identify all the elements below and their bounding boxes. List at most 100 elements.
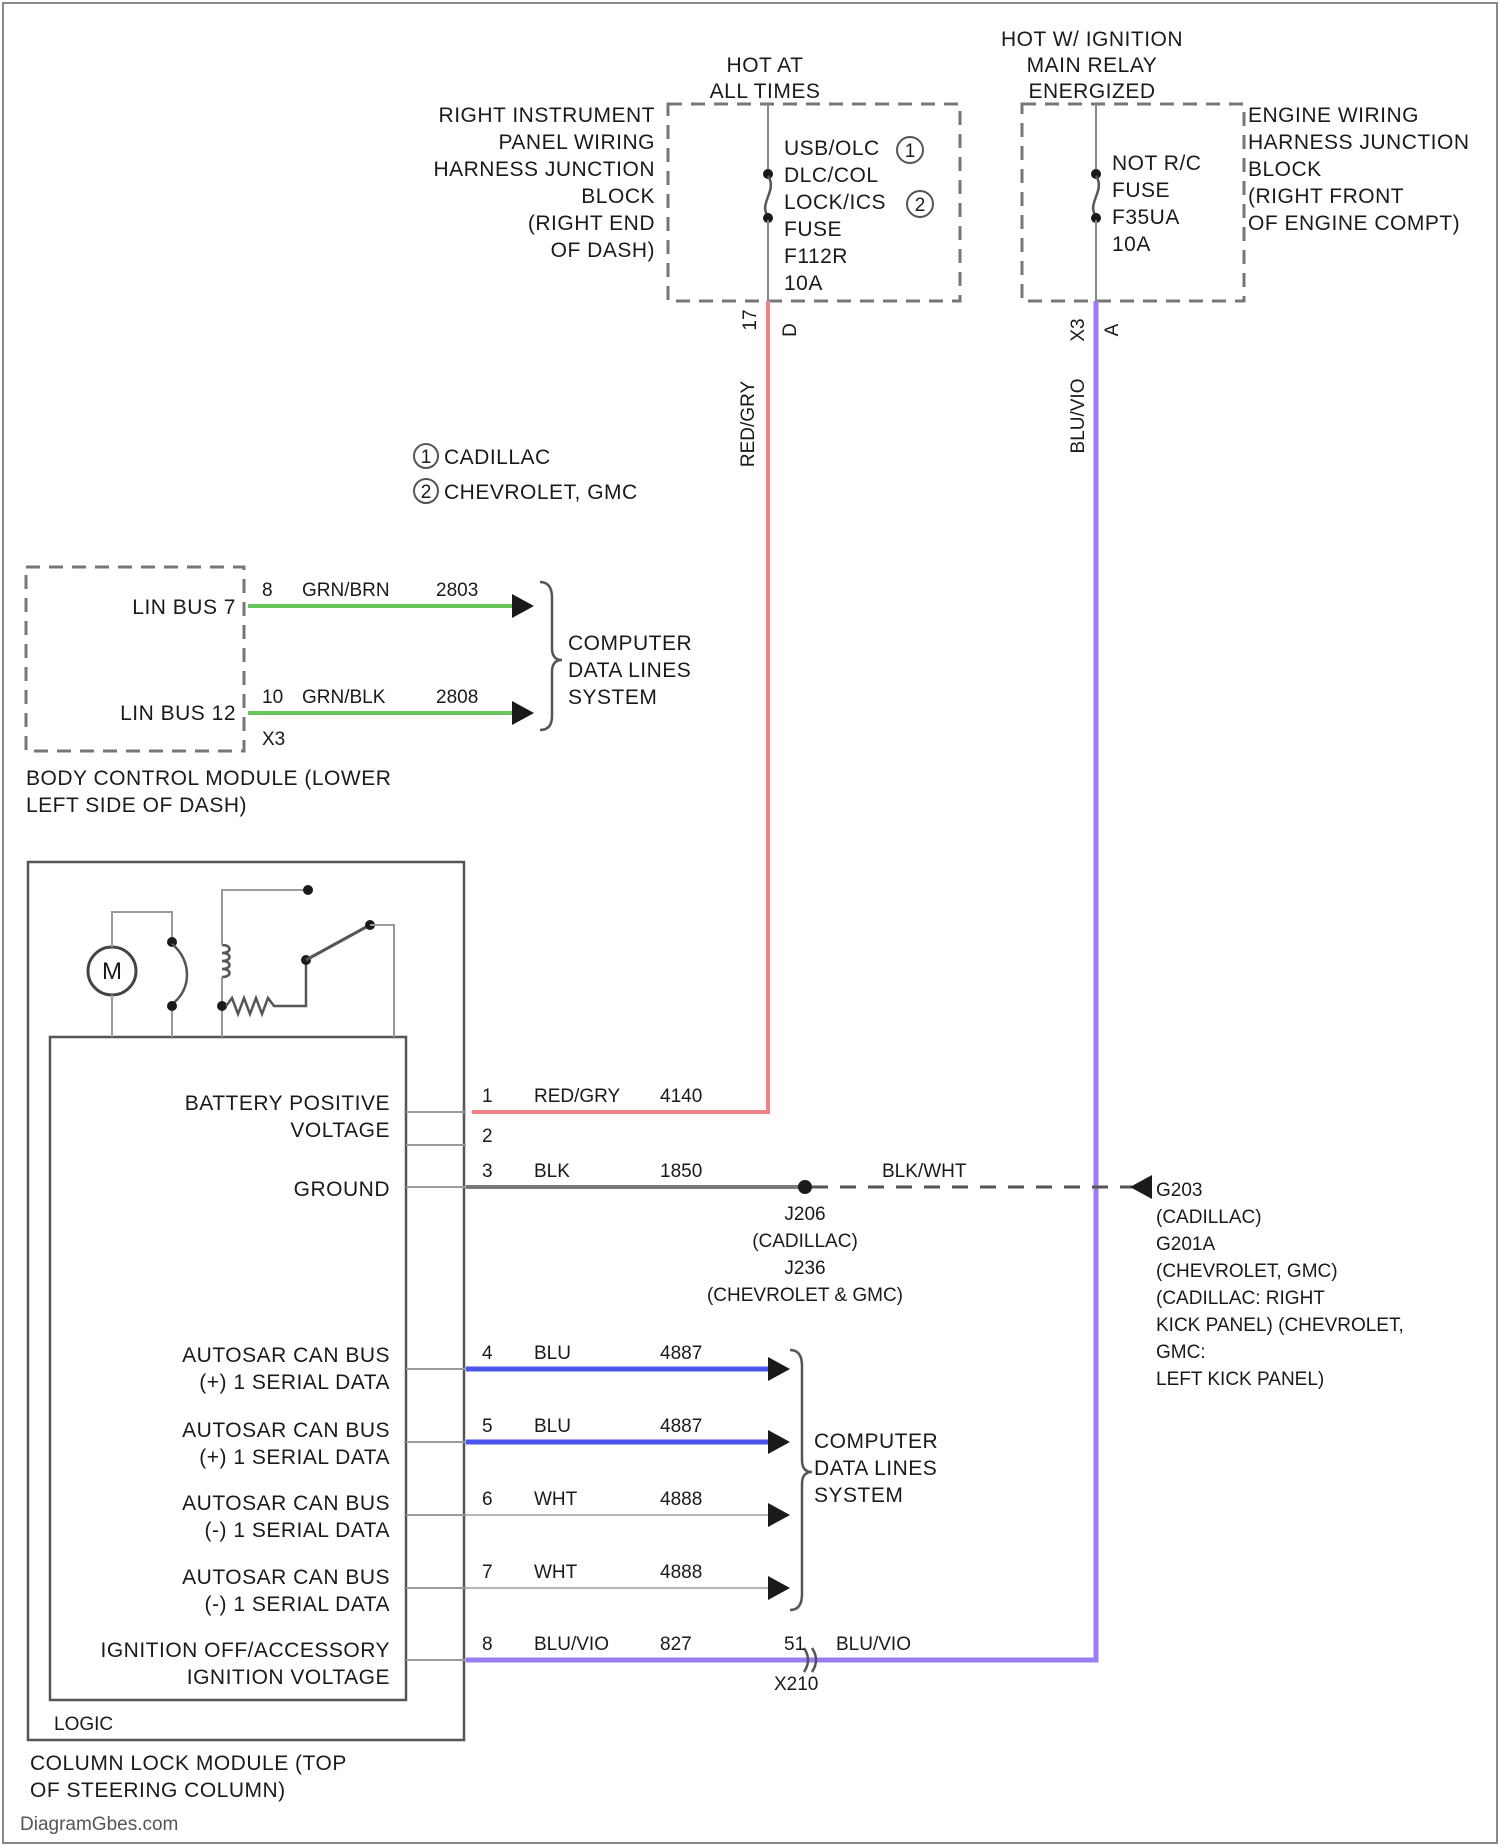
legend-2-number: 2 bbox=[421, 482, 432, 503]
clm-pin-1-number: 1 bbox=[482, 1086, 493, 1107]
ground-point-line1: G203 bbox=[1156, 1180, 1202, 1201]
clm-pin-6-label-line2: (-) 1 SERIAL DATA bbox=[205, 1519, 390, 1542]
clm-pin-5-label-line2: (+) 1 SERIAL DATA bbox=[199, 1446, 390, 1469]
bcm-pin-10: 10 bbox=[262, 687, 283, 708]
ground-point-line4: (CHEVROLET, GMC) bbox=[1156, 1261, 1338, 1282]
clm-pin-7-color: WHT bbox=[534, 1562, 578, 1583]
clm-pin-4-color: BLU bbox=[534, 1343, 571, 1364]
clm-can-brace bbox=[790, 1350, 812, 1610]
right-ip-junction-block: HOT AT ALL TIMES RIGHT INSTRUMENT PANEL … bbox=[433, 54, 960, 337]
clm-pin-5-number: 5 bbox=[482, 1416, 493, 1437]
hot-w-ignition-line2: MAIN RELAY bbox=[1027, 54, 1158, 77]
pin-17-label: 17 bbox=[740, 309, 761, 330]
right-ip-location-line5: (RIGHT END bbox=[528, 212, 655, 235]
hot-w-ignition-line3: ENERGIZED bbox=[1028, 80, 1155, 103]
clm-pin-3-circuit: 1850 bbox=[660, 1161, 702, 1182]
fuse-f112r-line1: USB/OLC bbox=[784, 137, 880, 160]
clm-pin-8-circuit: 827 bbox=[660, 1634, 692, 1655]
inline-pin-51: 51 bbox=[784, 1634, 805, 1655]
bcm-brace bbox=[540, 582, 562, 730]
fuse-f35ua-symbol bbox=[1093, 176, 1099, 216]
ground-splice-line2: (CADILLAC) bbox=[752, 1231, 858, 1252]
clm-pin-2-number: 2 bbox=[482, 1126, 493, 1147]
engine-location-line1: ENGINE WIRING bbox=[1248, 104, 1419, 127]
clm-pin-7-label-line2: (-) 1 SERIAL DATA bbox=[205, 1593, 390, 1616]
clm-pin-8-label-line1: IGNITION OFF/ACCESSORY bbox=[101, 1639, 390, 1662]
legend-1-number: 1 bbox=[421, 447, 432, 468]
fuse-f112r-line3: LOCK/ICS bbox=[784, 191, 886, 214]
right-ip-location-line2: PANEL WIRING bbox=[498, 131, 655, 154]
right-ip-location-line3: HARNESS JUNCTION bbox=[433, 158, 655, 181]
relay-coil-icon bbox=[222, 945, 230, 977]
relay-switch-arm bbox=[306, 926, 368, 960]
relay-leads bbox=[222, 890, 308, 1037]
clm-pin-8-label-line2: IGNITION VOLTAGE bbox=[187, 1666, 390, 1689]
body-control-module: LIN BUS 7 LIN BUS 12 X3 BODY CONTROL MOD… bbox=[26, 567, 692, 817]
clm-pin-5-label-line1: AUTOSAR CAN BUS bbox=[182, 1419, 390, 1442]
engine-location-line4: (RIGHT FRONT bbox=[1248, 185, 1404, 208]
pin-a-label: A bbox=[1102, 323, 1123, 336]
ground-splice-line1: J206 bbox=[784, 1204, 825, 1225]
clm-dest-line1: COMPUTER bbox=[814, 1430, 938, 1453]
clm-pin-1-label-line1: BATTERY POSITIVE bbox=[185, 1092, 390, 1115]
clm-can-pin-6-row: AUTOSAR CAN BUS (-) 1 SERIAL DATA 6 WHT … bbox=[182, 1489, 790, 1542]
clm-pin-5-color: BLU bbox=[534, 1416, 571, 1437]
clm-pin-7-number: 7 bbox=[482, 1562, 493, 1583]
clm-can-pin-7-row: AUTOSAR CAN BUS (-) 1 SERIAL DATA 7 WHT … bbox=[182, 1562, 790, 1616]
clm-pin-6-label-line1: AUTOSAR CAN BUS bbox=[182, 1492, 390, 1515]
fuse-f112r-line2: DLC/COL bbox=[784, 164, 879, 187]
ground-point-icon bbox=[1130, 1175, 1152, 1199]
badge-1-number: 1 bbox=[905, 141, 916, 162]
clm-dest-line2: DATA LINES bbox=[814, 1457, 937, 1480]
clm-pin-6-circuit: 4888 bbox=[660, 1489, 702, 1510]
ground-point-line8: LEFT KICK PANEL) bbox=[1156, 1369, 1324, 1390]
wire-2808-label: 2808 bbox=[436, 687, 478, 708]
ground-point-line7: GMC: bbox=[1156, 1342, 1206, 1363]
relay-coil-terminal bbox=[217, 1001, 227, 1011]
legend-2-text: CHEVROLET, GMC bbox=[444, 481, 638, 504]
fuse-f112r-line6: 10A bbox=[784, 272, 823, 295]
ground-point-line5: (CADILLAC: RIGHT bbox=[1156, 1288, 1325, 1309]
legend: 1 CADILLAC 2 CHEVROLET, GMC bbox=[414, 444, 638, 504]
arrow-pin-5 bbox=[768, 1430, 790, 1454]
pin-d-label: D bbox=[780, 323, 801, 337]
clm-pin-3-color: BLK bbox=[534, 1161, 570, 1182]
clm-ground-row: GROUND 3 BLK 1850 BLK/WHT J206 (CADILLAC… bbox=[294, 1161, 1404, 1390]
ground-splice-line4: (CHEVROLET & GMC) bbox=[707, 1285, 903, 1306]
bcm-name-line1: BODY CONTROL MODULE (LOWER bbox=[26, 767, 391, 790]
relay-resistor-icon bbox=[226, 962, 306, 1014]
pin-x3-label: X3 bbox=[1068, 318, 1089, 341]
wire-grn-blk-label: GRN/BLK bbox=[302, 687, 386, 708]
bcm-dest-line2: DATA LINES bbox=[568, 659, 691, 682]
fuse-f112r-symbol bbox=[765, 176, 771, 216]
ground-point-line6: KICK PANEL) (CHEVROLET, bbox=[1156, 1315, 1404, 1336]
fuse-f35ua-line1: NOT R/C bbox=[1112, 152, 1201, 175]
clm-pin-4-label-line1: AUTOSAR CAN BUS bbox=[182, 1344, 390, 1367]
badge-2-number: 2 bbox=[915, 195, 926, 216]
clm-pin-6-number: 6 bbox=[482, 1489, 493, 1510]
clm-pin-4-circuit: 4887 bbox=[660, 1343, 702, 1364]
wire-grn-brn-label: GRN/BRN bbox=[302, 580, 390, 601]
wire-red-gry-vertical-label: RED/GRY bbox=[738, 381, 759, 468]
bcm-dest-line1: COMPUTER bbox=[568, 632, 692, 655]
fuse-f112r-line5: F112R bbox=[784, 245, 848, 268]
clm-pin-5-circuit: 4887 bbox=[660, 1416, 702, 1437]
wire-blk-wht-label: BLK/WHT bbox=[882, 1161, 967, 1182]
clm-pin-7-label-line1: AUTOSAR CAN BUS bbox=[182, 1566, 390, 1589]
ground-point-line2: (CADILLAC) bbox=[1156, 1207, 1262, 1228]
bcm-pin-8: 8 bbox=[262, 580, 273, 601]
engine-location-line2: HARNESS JUNCTION bbox=[1248, 131, 1470, 154]
motor-contact-arc bbox=[172, 944, 187, 1004]
legend-1-text: CADILLAC bbox=[444, 446, 551, 469]
clm-pin-3-number: 3 bbox=[482, 1161, 493, 1182]
footer-watermark: DiagramGbes.com bbox=[20, 1814, 178, 1835]
engine-junction-block: HOT W/ IGNITION MAIN RELAY ENERGIZED ENG… bbox=[1001, 28, 1470, 342]
clm-logic-label: LOGIC bbox=[54, 1714, 113, 1735]
wire-2803-label: 2803 bbox=[436, 580, 478, 601]
motor-label: M bbox=[102, 958, 122, 985]
ground-point-line3: G201A bbox=[1156, 1234, 1215, 1255]
clm-pin-1-circuit: 4140 bbox=[660, 1086, 702, 1107]
relay-top-terminal bbox=[303, 885, 313, 895]
relay-switch-lead bbox=[370, 925, 394, 1037]
